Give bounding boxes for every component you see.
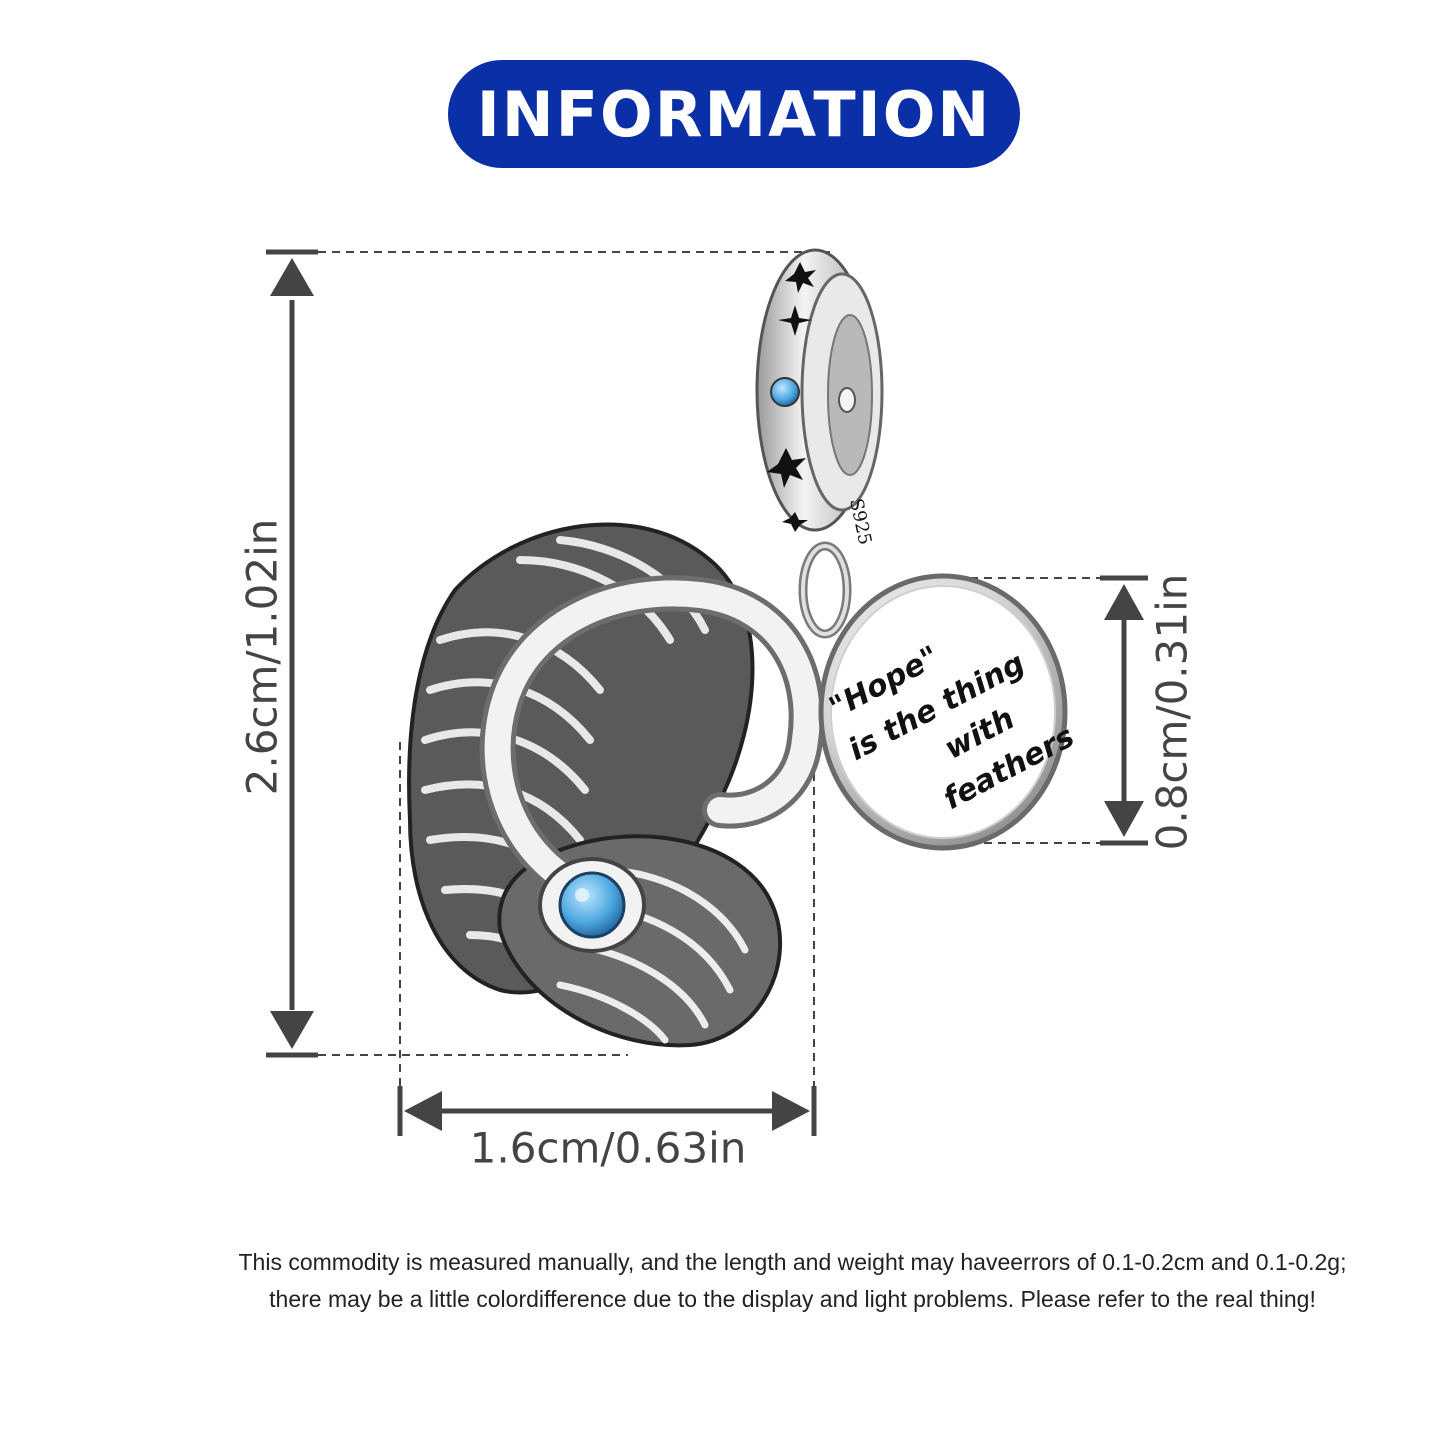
width-dimension (397, 742, 817, 1136)
star-engravings (767, 262, 816, 532)
height-dimension (266, 249, 836, 1058)
disc-pendant: "Hope" is the thing with feathers (818, 573, 1080, 851)
height-label: 2.6cm/1.02in (237, 518, 287, 796)
measurement-disclaimer: This commodity is measured manually, and… (160, 1244, 1425, 1318)
disclaimer-line-2: there may be a little colordifference du… (269, 1286, 1316, 1312)
disclaimer-line-1: This commodity is measured manually, and… (238, 1249, 1347, 1275)
information-title: INFORMATION (476, 77, 992, 151)
bail-gemstone (770, 377, 800, 407)
feather-gemstone (558, 871, 626, 939)
width-label: 1.6cm/0.63in (469, 1123, 747, 1173)
disc-diameter-label: 0.8cm/0.31in (1147, 573, 1197, 851)
feather-charm (407, 522, 825, 1048)
information-title-badge: INFORMATION (448, 60, 1020, 168)
charm-bail: S925 (755, 248, 884, 547)
bail-stamp: S925 (845, 497, 875, 547)
